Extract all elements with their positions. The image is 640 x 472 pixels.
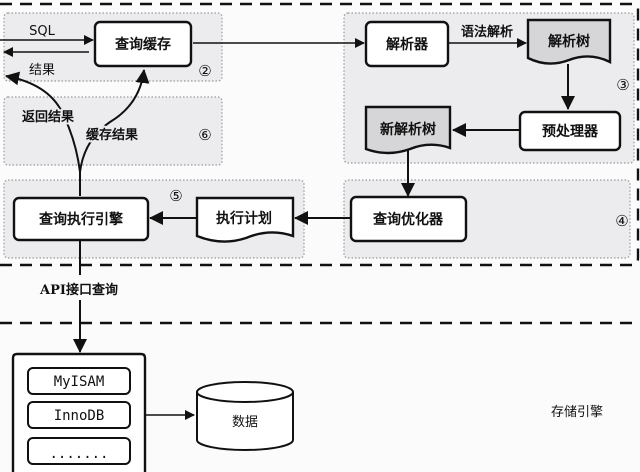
region-number-5: ⑤ [169, 187, 182, 205]
node-new-parse-tree [364, 105, 452, 155]
edge-label-return-result: 返回结果 [22, 109, 74, 125]
node-query-cache [93, 20, 193, 68]
edge-label-syntax-parse: 语法解析 [461, 24, 513, 40]
node-preprocessor-label: 预处理器 [542, 123, 599, 140]
node-query-optimizer [349, 195, 468, 243]
edge-label-cache-result: 缓存结果 [86, 127, 138, 143]
edge-engine-cache-result [79, 69, 150, 196]
storage-layer-label: 存储引擎 [551, 405, 603, 420]
region-return-result [3, 96, 223, 166]
storage-engine-more [27, 437, 131, 465]
storage-engine-myisam-label: MyISAM [54, 374, 105, 390]
server-layer-bottom-border [0, 4, 640, 267]
node-execution-plan-label: 执行计划 [216, 210, 272, 227]
region-number-4: ④ [615, 212, 628, 230]
storage-engine-innodb [27, 401, 131, 429]
node-preprocessor [518, 110, 622, 152]
node-data-label: 数据 [232, 415, 258, 430]
node-parse-tree [526, 18, 612, 65]
region-number-6: ⑥ [198, 126, 211, 144]
node-parse-tree-label: 解析树 [548, 33, 590, 50]
node-parser-label: 解析器 [386, 36, 429, 53]
node-query-cache-label: 查询缓存 [115, 36, 171, 53]
node-execution-plan [195, 196, 295, 243]
node-data-cylinder [196, 381, 294, 451]
edge-label-api-query: API接口查询 [39, 282, 118, 298]
node-query-optimizer-label: 查询优化器 [373, 211, 444, 228]
storage-engine-myisam [27, 367, 131, 395]
storage-engine-innodb-label: InnoDB [54, 408, 105, 424]
edge-engine-return-result [5, 71, 81, 196]
node-parser [364, 20, 450, 68]
node-query-execution-engine-label: 查询执行引擎 [39, 211, 123, 228]
region-number-3: ③ [616, 76, 629, 94]
region-number-2: ② [198, 62, 211, 80]
node-new-parse-tree-label: 新解析树 [380, 121, 436, 138]
edge-label-sql: SQL [29, 24, 55, 39]
node-query-execution-engine [12, 196, 150, 242]
edge-label-result: 结果 [29, 63, 55, 78]
storage-engine-more-label: ....... [49, 446, 108, 462]
